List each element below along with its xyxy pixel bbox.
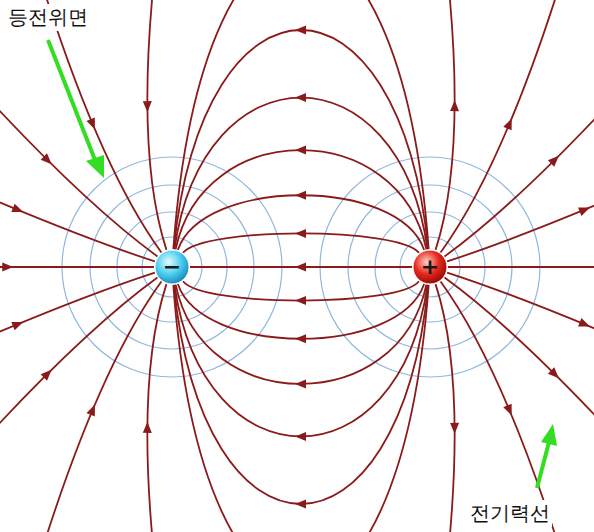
field-arrowhead xyxy=(87,405,95,417)
leader-arrows xyxy=(48,40,557,488)
field-line-edge xyxy=(183,229,419,253)
field-line xyxy=(430,284,455,532)
field-line-edge xyxy=(183,281,419,305)
field-line-edge xyxy=(190,263,412,272)
field-line xyxy=(448,266,594,268)
field-arrowhead xyxy=(503,118,511,130)
charge-node: − xyxy=(155,250,189,284)
field-line xyxy=(183,233,419,252)
field-line xyxy=(174,30,428,249)
field-arrowhead xyxy=(143,422,152,433)
field-arrowhead xyxy=(87,118,95,130)
field-line xyxy=(174,285,428,504)
field-arrowhead xyxy=(295,229,306,238)
field-arrowhead xyxy=(295,191,306,200)
leader-head xyxy=(86,155,104,178)
field-arrowhead xyxy=(143,101,152,112)
field-arrowhead xyxy=(578,318,590,326)
field-line xyxy=(175,98,428,250)
field-arrowhead xyxy=(295,432,306,441)
field-arrowhead xyxy=(2,263,13,272)
field-arrowhead xyxy=(295,93,306,102)
field-arrowhead xyxy=(41,153,52,164)
field-arrowhead xyxy=(450,423,459,434)
field-arrowhead xyxy=(548,367,559,378)
field-line-edge xyxy=(174,285,428,509)
field-line xyxy=(147,0,172,250)
leader-head xyxy=(541,424,557,446)
field-line xyxy=(441,0,591,252)
field-line-edge xyxy=(175,93,428,249)
charge-sign: − xyxy=(163,256,181,278)
field-line-edge xyxy=(176,285,427,389)
field-line-edge xyxy=(178,191,424,250)
field-line xyxy=(178,284,424,339)
field-arrowhead xyxy=(295,263,306,272)
field-arrowhead xyxy=(295,296,306,305)
charge-sphere xyxy=(155,250,189,284)
leader-line xyxy=(537,442,549,488)
field-line xyxy=(183,281,419,300)
field-line xyxy=(173,0,428,249)
charge-sphere xyxy=(413,250,447,284)
field-line xyxy=(147,284,172,532)
field-line xyxy=(0,273,155,428)
field-arrowhead xyxy=(11,204,23,212)
field-arrowhead xyxy=(503,404,511,416)
field-line xyxy=(0,106,155,261)
callout-label: 등전위면 xyxy=(6,4,90,31)
field-arrowhead xyxy=(578,208,590,216)
field-arrowhead xyxy=(450,100,459,111)
field-line-edge xyxy=(173,285,428,532)
field-line-edge xyxy=(174,26,428,250)
field-line-edge xyxy=(175,285,428,441)
field-arrowhead xyxy=(295,499,306,508)
field-line xyxy=(173,285,428,532)
field-line-edge xyxy=(176,146,427,250)
leader-line xyxy=(48,40,95,160)
field-line-edge xyxy=(173,0,428,249)
charge-sign: + xyxy=(421,256,439,278)
field-line-edge xyxy=(178,284,424,343)
field-line xyxy=(441,282,591,532)
callout-label: 전기력선 xyxy=(468,500,552,527)
field-arrowhead xyxy=(295,334,306,343)
field-line xyxy=(11,282,161,532)
field-line xyxy=(11,0,161,252)
field-arrowhead xyxy=(295,26,306,35)
field-line xyxy=(0,278,157,532)
field-line xyxy=(175,285,428,437)
field-line xyxy=(445,0,594,256)
field-line xyxy=(178,195,424,250)
field-arrowhead xyxy=(548,156,559,167)
field-line xyxy=(445,278,594,532)
field-line xyxy=(176,285,427,384)
field-arrowhead xyxy=(295,379,306,388)
field-arrowhead xyxy=(11,322,23,330)
field-line xyxy=(0,0,157,256)
field-line xyxy=(430,0,455,250)
field-line xyxy=(176,150,427,249)
field-arrowhead xyxy=(295,146,306,155)
charge-node: + xyxy=(413,250,447,284)
field-arrowhead xyxy=(41,370,52,381)
field-line xyxy=(0,266,154,268)
